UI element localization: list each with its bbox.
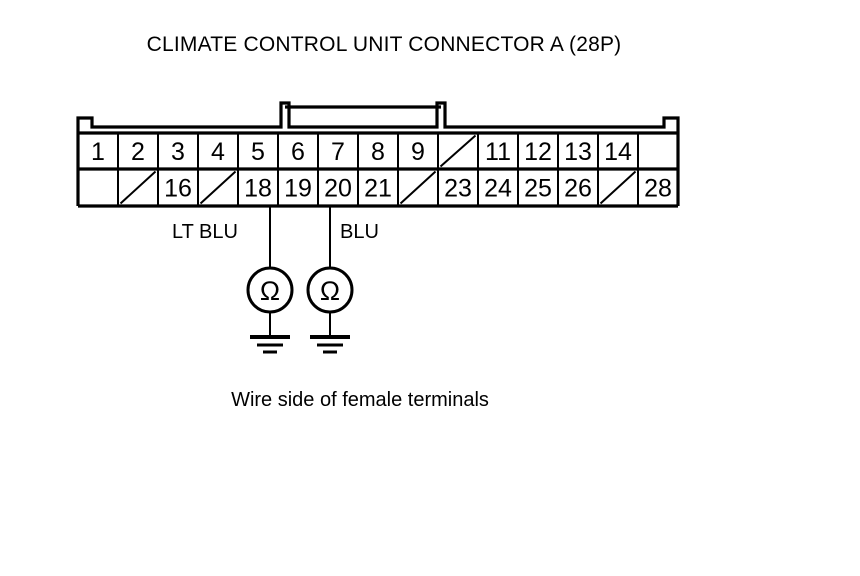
ground-symbol-left <box>250 335 290 354</box>
wire-color-label-blu: BLU <box>340 221 379 243</box>
ohmmeter-symbol-left: Ω <box>260 276 280 306</box>
ohmmeter-symbol-right: Ω <box>320 276 340 306</box>
terminal-number-16: 16 <box>164 175 192 203</box>
measurement-right: Ω <box>306 206 354 354</box>
ground-symbol-right <box>310 335 350 354</box>
measurement-left: Ω <box>246 206 294 354</box>
terminal-number-1: 1 <box>91 138 105 166</box>
terminal-number-25: 25 <box>524 175 552 203</box>
terminal-number-5: 5 <box>251 138 265 166</box>
terminal-number-9: 9 <box>411 138 425 166</box>
terminal-number-7: 7 <box>331 138 345 166</box>
page-title-text: CLIMATE CONTROL UNIT CONNECTOR A (28P) <box>146 33 622 56</box>
terminal-number-23: 23 <box>444 175 472 203</box>
diagram-caption: Wire side of female terminals <box>0 389 860 412</box>
terminal-number-20: 20 <box>324 175 352 203</box>
connector-shell-top-outline <box>76 101 680 133</box>
diagram-caption-text: Wire side of female terminals <box>231 389 489 411</box>
terminal-number-28: 28 <box>644 175 672 203</box>
terminal-number-2: 2 <box>131 138 145 166</box>
terminal-number-8: 8 <box>371 138 385 166</box>
blanked-cavity-slash <box>399 170 437 205</box>
terminal-number-3: 3 <box>171 138 185 166</box>
blanked-cavity-slash <box>599 170 637 205</box>
terminal-number-24: 24 <box>484 175 512 203</box>
wire-color-label-lt-blu: LT BLU <box>172 221 238 243</box>
terminal-number-14: 14 <box>604 138 632 166</box>
terminal-number-4: 4 <box>211 138 225 166</box>
terminal-number-12: 12 <box>524 138 552 166</box>
blanked-cavity-slash <box>119 170 157 205</box>
connector-bottom-row: 16 18 19 20 21 23 24 25 26 28 <box>117 169 672 206</box>
terminal-number-21: 21 <box>364 175 392 203</box>
connector-shell <box>76 101 680 208</box>
terminal-number-13: 13 <box>564 138 592 166</box>
terminal-number-6: 6 <box>291 138 305 166</box>
blanked-cavity-slash <box>439 134 477 168</box>
page-title: CLIMATE CONTROL UNIT CONNECTOR A (28P) <box>0 33 860 57</box>
terminal-number-11: 11 <box>485 138 511 166</box>
terminal-number-19: 19 <box>284 175 312 203</box>
terminal-number-26: 26 <box>564 175 592 203</box>
terminal-number-18: 18 <box>244 175 272 203</box>
blanked-cavity-slash <box>199 170 237 205</box>
